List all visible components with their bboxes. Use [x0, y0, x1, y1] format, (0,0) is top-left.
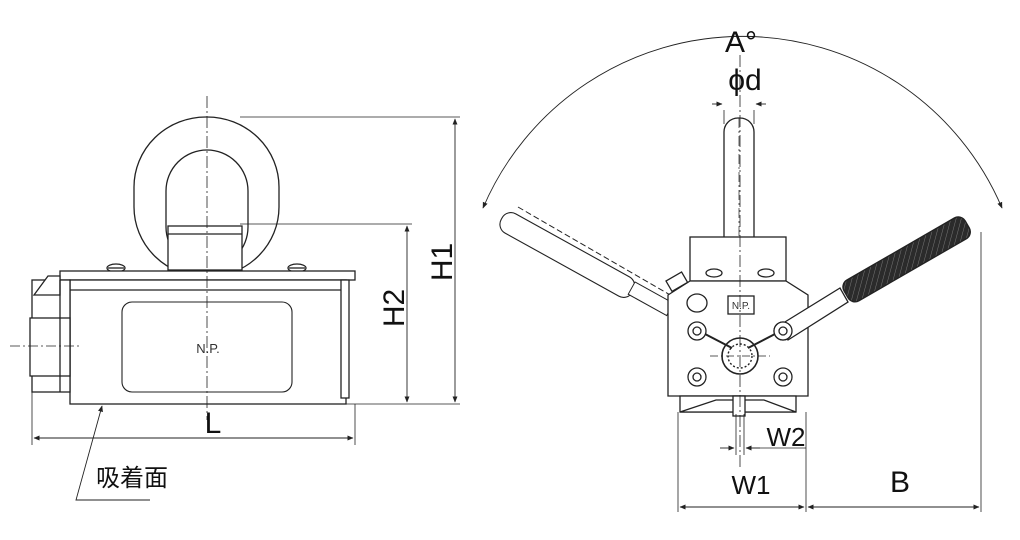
- side-nameplate-text: N.P.: [732, 301, 750, 312]
- h1-label: H1: [426, 243, 459, 281]
- w2-label: W2: [767, 422, 806, 452]
- l-label: L: [205, 407, 222, 440]
- angle-arc: [482, 35, 1003, 209]
- h2-label: H2: [378, 289, 411, 327]
- angle-label: A°: [725, 26, 757, 59]
- b-label: B: [890, 466, 910, 499]
- side-view: N.P.: [482, 35, 1003, 512]
- lifting-ring: [133, 116, 280, 278]
- w1-label: W1: [732, 470, 771, 500]
- surface-leader: [75, 405, 150, 501]
- magnet-body: [29, 270, 356, 405]
- side-body: [665, 271, 809, 417]
- right-handle: [773, 216, 971, 341]
- holding-surface-label: 吸着面: [96, 464, 168, 492]
- front-view: N.P.: [10, 96, 460, 501]
- front-nameplate-text: N.P.: [196, 341, 220, 356]
- diameter-label: ϕd: [728, 64, 762, 97]
- lifting-pin: [723, 117, 755, 259]
